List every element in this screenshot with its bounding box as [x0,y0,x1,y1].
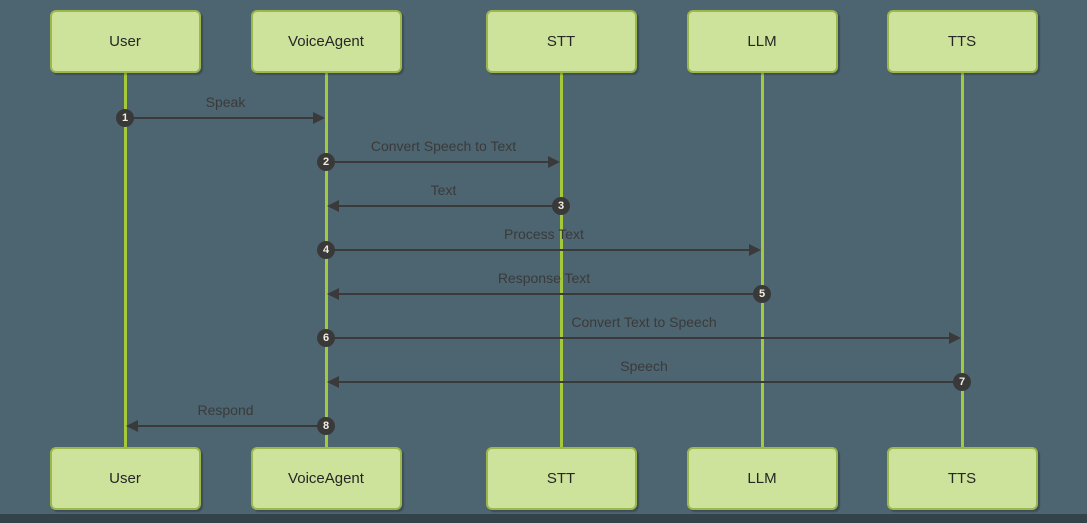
actor-box-top-stt: STT [485,10,637,73]
actor-box-top-tts: TTS [886,10,1038,73]
arrowhead-icon-text [327,200,339,212]
step-badge-3: 3 [552,197,570,215]
message-line-speak [125,117,314,119]
canvas-bottom-edge [0,514,1087,523]
message-line-convert-text-to-speech [326,337,950,339]
message-label-speak: Speak [205,94,246,110]
lifeline-voiceagent [324,73,328,447]
message-label-response-text: Response Text [497,270,591,286]
lifeline-stt [559,73,563,447]
step-badge-1: 1 [116,109,134,127]
step-badge-8: 8 [317,417,335,435]
message-label-convert-speech-to-text: Convert Speech to Text [370,138,517,154]
actor-box-top-voiceagent: VoiceAgent [250,10,402,73]
message-line-respond [137,425,326,427]
actor-box-bottom-stt: STT [485,447,637,510]
step-badge-2: 2 [317,153,335,171]
step-badge-7: 7 [953,373,971,391]
actor-box-bottom-tts: TTS [886,447,1038,510]
arrowhead-icon-response-text [327,288,339,300]
message-line-speech [338,381,962,383]
message-label-text: Text [430,182,457,198]
arrowhead-icon-speech [327,376,339,388]
actor-box-bottom-voiceagent: VoiceAgent [250,447,402,510]
step-badge-5: 5 [753,285,771,303]
message-label-respond: Respond [197,402,254,418]
message-line-response-text [338,293,762,295]
message-line-text [338,205,561,207]
arrowhead-icon-process-text [749,244,761,256]
arrowhead-icon-convert-text-to-speech [949,332,961,344]
message-line-process-text [326,249,750,251]
lifeline-llm [760,73,764,447]
actor-box-top-user: User [49,10,201,73]
message-line-convert-speech-to-text [326,161,549,163]
lifeline-tts [960,73,964,447]
actor-box-bottom-user: User [49,447,201,510]
message-label-speech: Speech [620,358,668,374]
lifeline-user [123,73,127,447]
step-badge-6: 6 [317,329,335,347]
actor-box-top-llm: LLM [686,10,838,73]
message-label-convert-text-to-speech: Convert Text to Speech [571,314,717,330]
arrowhead-icon-respond [126,420,138,432]
message-label-process-text: Process Text [504,226,584,242]
arrowhead-icon-convert-speech-to-text [548,156,560,168]
step-badge-4: 4 [317,241,335,259]
arrowhead-icon-speak [313,112,325,124]
actor-box-bottom-llm: LLM [686,447,838,510]
